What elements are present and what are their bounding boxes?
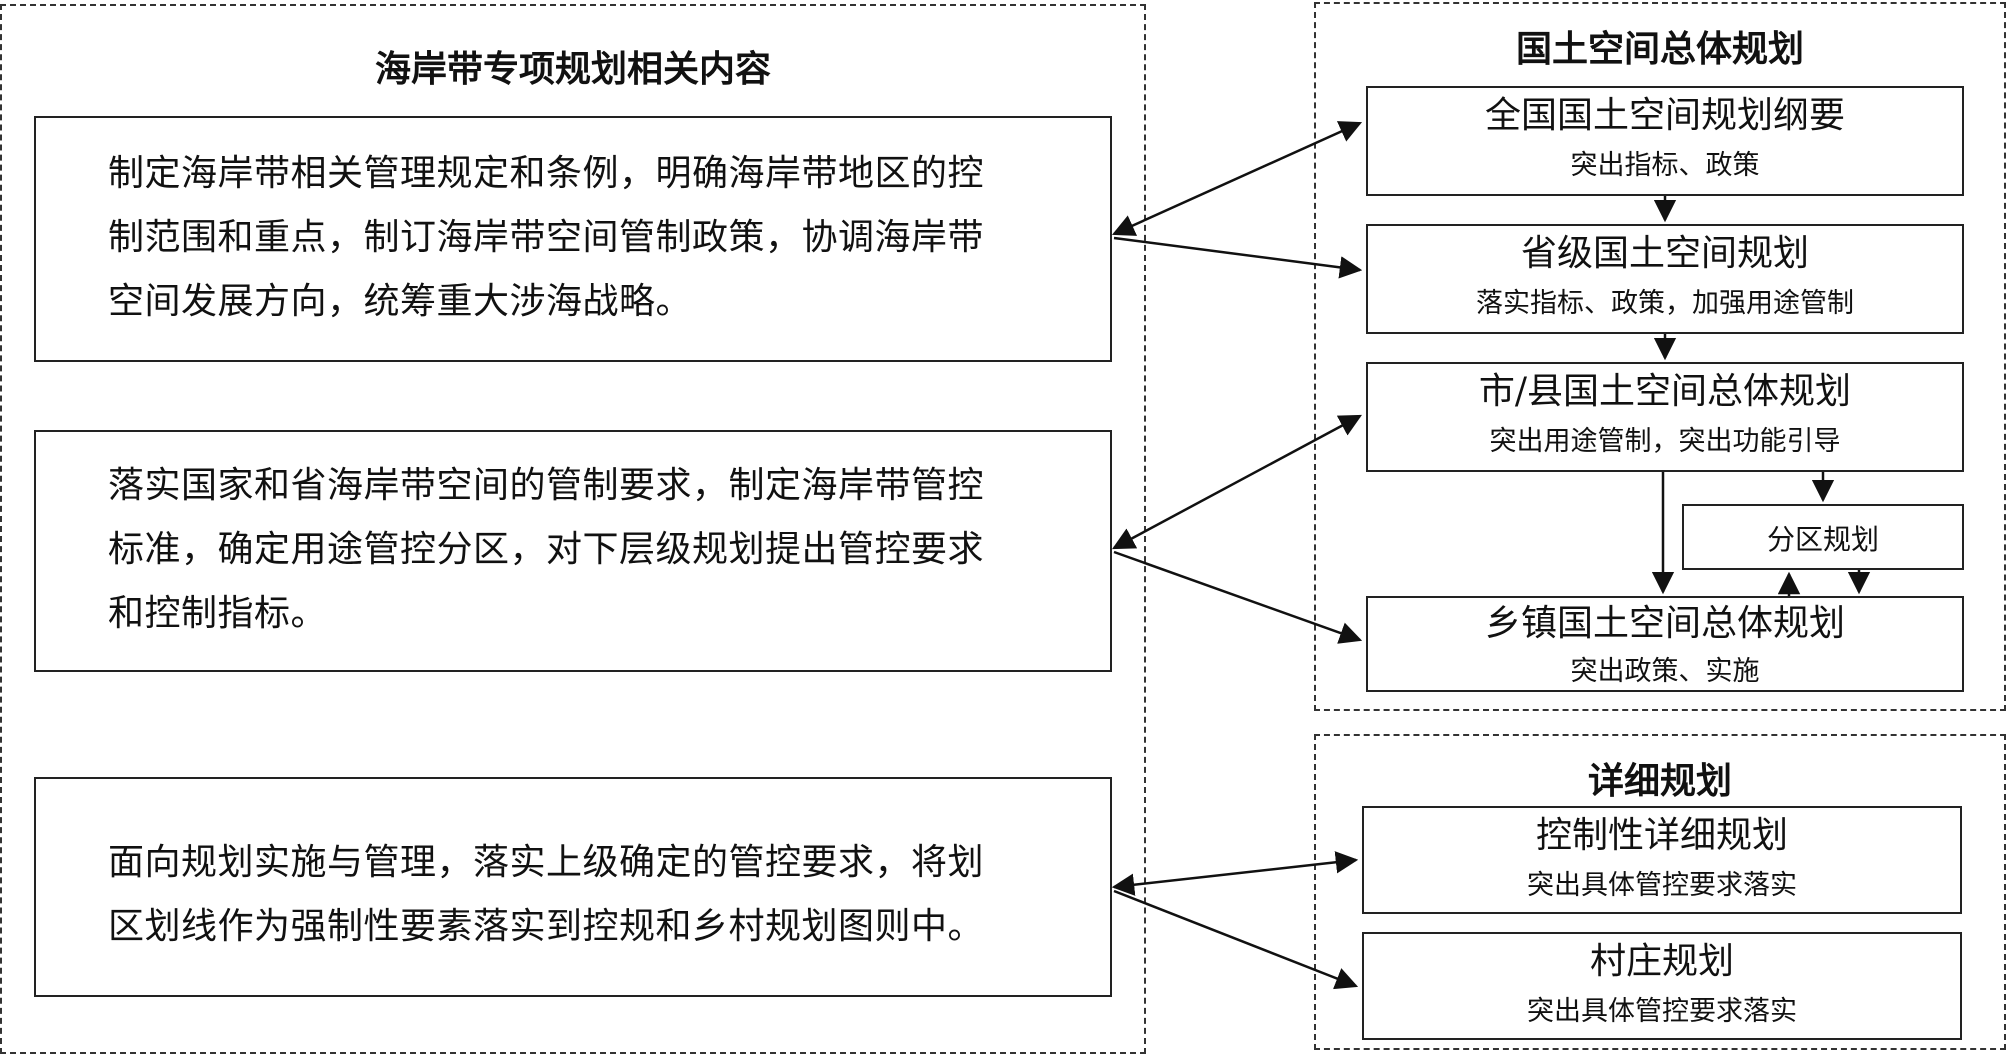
text-line: 空间发展方向，统筹重大涉海战略。	[108, 281, 693, 322]
zoning-plan-box: 分区规划	[1682, 504, 1964, 570]
plan-box-regulatory: 控制性详细规划 突出具体管控要求落实	[1362, 806, 1962, 914]
left-panel-title: 海岸带专项规划相关内容	[374, 48, 771, 90]
plan-township-title: 乡镇国土空间总体规划	[1484, 603, 1845, 644]
content-box-1: 制定海岸带相关管理规定和条例，明确海岸带地区的控 制范围和重点，制订海岸带空间管…	[34, 116, 1112, 362]
content-box-3: 面向规划实施与管理，落实上级确定的管控要求，将划 区划线作为强制性要素落实到控规…	[34, 777, 1112, 997]
text-line: 区划线作为强制性要素落实到控规和乡村规划图则中。	[108, 906, 985, 947]
plan-township-sub: 突出政策、实施	[1570, 656, 1760, 687]
plan-village-sub: 突出具体管控要求落实	[1527, 996, 1797, 1027]
plan-national-title: 全国国土空间规划纲要	[1484, 95, 1845, 136]
detail-plan-title: 详细规划	[1587, 760, 1732, 802]
content-box-3-text: 面向规划实施与管理，落实上级确定的管控要求，将划 区划线作为强制性要素落实到控规…	[108, 831, 984, 959]
master-plan-panel	[1314, 2, 2006, 711]
text-line: 落实国家和省海岸带空间的管制要求，制定海岸带管控	[108, 465, 985, 506]
plan-box-village: 村庄规划 突出具体管控要求落实	[1362, 932, 1962, 1040]
arrow-box1-province	[1113, 236, 1363, 279]
content-box-2-text: 落实国家和省海岸带空间的管制要求，制定海岸带管控 标准，确定用途管控分区，对下层…	[108, 454, 984, 646]
arrow-box3-regulatory	[1111, 851, 1359, 896]
plan-province-title: 省级国土空间规划	[1520, 233, 1809, 274]
plan-box-province: 省级国土空间规划 落实指标、政策，加强用途管制	[1366, 224, 1964, 334]
plan-national-sub: 突出指标、政策	[1570, 150, 1760, 181]
plan-city-sub: 突出用途管制，突出功能引导	[1489, 426, 1841, 457]
text-line: 制范围和重点，制订海岸带空间管制政策，协调海岸带	[108, 217, 985, 258]
plan-box-city: 市/县国土空间总体规划 突出用途管制，突出功能引导	[1366, 362, 1964, 472]
plan-city-title: 市/县国土空间总体规划	[1478, 371, 1852, 412]
plan-regulatory-title: 控制性详细规划	[1535, 815, 1788, 856]
arrow-box1-national	[1111, 121, 1363, 236]
text-line: 标准，确定用途管控分区，对下层级规划提出管控要求	[108, 529, 985, 570]
text-line: 和控制指标。	[108, 593, 328, 634]
plan-village-title: 村庄规划	[1589, 941, 1734, 982]
arrow-box2-city	[1112, 414, 1362, 550]
plan-box-national: 全国国土空间规划纲要 突出指标、政策	[1366, 86, 1964, 196]
text-line: 制定海岸带相关管理规定和条例，明确海岸带地区的控	[108, 153, 985, 194]
plan-regulatory-sub: 突出具体管控要求落实	[1527, 870, 1797, 901]
zoning-plan-label: 分区规划	[1766, 523, 1879, 556]
master-plan-title: 国土空间总体规划	[1515, 28, 1804, 70]
arrow-box2-township	[1113, 550, 1363, 644]
arrow-box3-village	[1113, 889, 1359, 990]
content-box-1-text: 制定海岸带相关管理规定和条例，明确海岸带地区的控 制范围和重点，制订海岸带空间管…	[108, 142, 984, 334]
plan-box-township: 乡镇国土空间总体规划 突出政策、实施	[1366, 596, 1964, 692]
content-box-2: 落实国家和省海岸带空间的管制要求，制定海岸带管控 标准，确定用途管控分区，对下层…	[34, 430, 1112, 672]
plan-province-sub: 落实指标、政策，加强用途管制	[1476, 288, 1854, 319]
text-line: 面向规划实施与管理，落实上级确定的管控要求，将划	[108, 842, 985, 883]
